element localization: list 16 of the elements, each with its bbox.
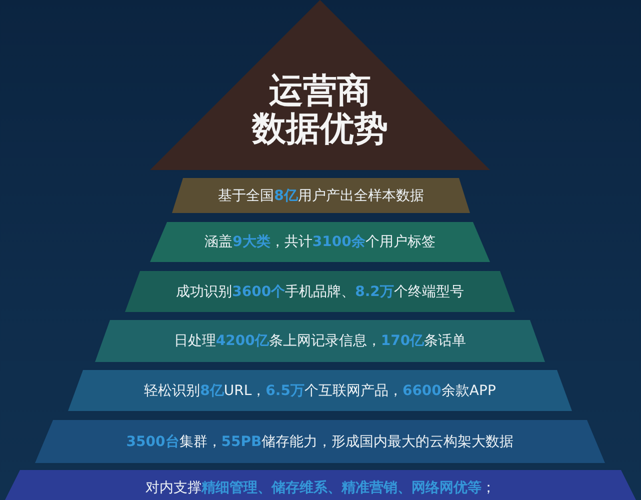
tier-text: 对内支撑精细管理、储存维系、精准营销、网络网优等； bbox=[146, 479, 496, 497]
pyramid-tier bbox=[95, 320, 545, 362]
tier-text: 基于全国8亿用户产出全样本数据 bbox=[218, 186, 424, 204]
pyramid-apex bbox=[150, 0, 490, 170]
pyramid-tier bbox=[172, 178, 470, 213]
pyramid-tier bbox=[68, 370, 572, 411]
tier-text: 涵盖9大类，共计3100余个用户标签 bbox=[204, 233, 436, 251]
pyramid-tier bbox=[125, 271, 515, 312]
pyramid-tier bbox=[5, 470, 636, 500]
pyramid-tier bbox=[150, 222, 490, 262]
tier-text: 成功识别3600个手机品牌、8.2万个终端型号 bbox=[176, 282, 464, 300]
pyramid-tier bbox=[35, 420, 605, 463]
tier-text: 轻松识别8亿URL，6.5万个互联网产品，6600余款APP bbox=[144, 382, 496, 400]
tier-text: 3500台集群，55PB储存能力，形成国内最大的云构架大数据 bbox=[126, 432, 514, 450]
tier-text: 日处理4200亿条上网记录信息，170亿条话单 bbox=[174, 332, 466, 350]
apex-title: 运营商数据优势 bbox=[252, 71, 388, 149]
